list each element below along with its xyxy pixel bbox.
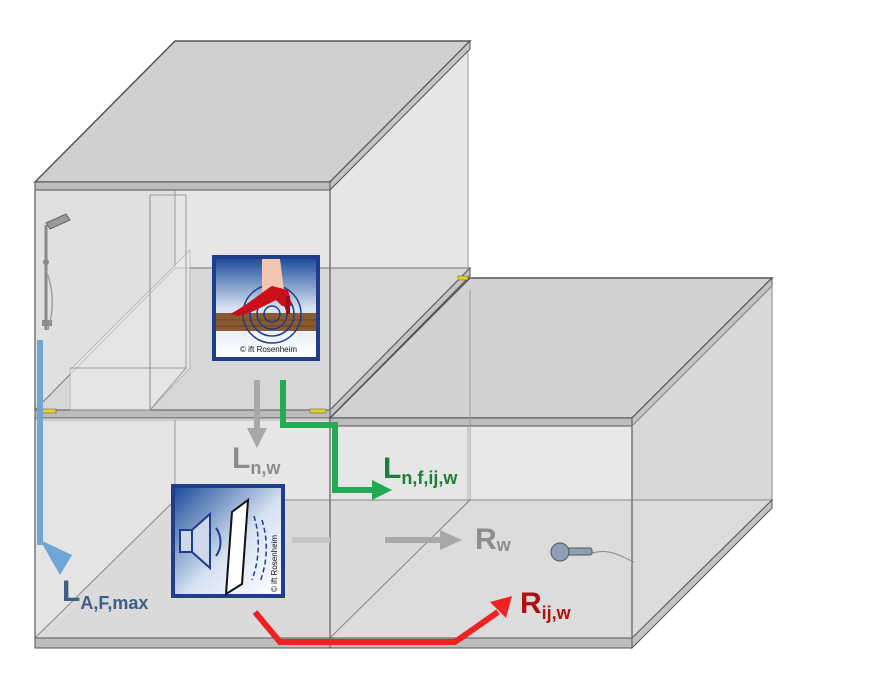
microphone-icon (550, 542, 635, 563)
impact-flanking-arrow-head (372, 480, 392, 500)
arrows (37, 340, 512, 645)
impact-source-panel: © ift Rosenheim (212, 255, 320, 361)
label-impact-direct: Ln,w (232, 442, 281, 478)
copyright-text-impact: © ift Rosenheim (240, 345, 297, 354)
airborne-source-panel: © ift Rosenheim (171, 484, 285, 598)
wall-panel-icon (224, 497, 268, 596)
label-shower-noise: LA,F,max (62, 575, 148, 613)
shower-noise-arrow-head (40, 540, 72, 575)
label-impact-flanking: Ln,f,ij,w (383, 452, 458, 488)
airborne-direct-arrow-head (440, 530, 462, 550)
copyright-text-airborne: © ift Rosenheim (270, 535, 279, 592)
label-airborne-direct: Rw (475, 523, 512, 556)
label-airborne-flanking: Rij,w (520, 587, 572, 623)
shower-icon (42, 213, 71, 331)
impact-flanking-arrow (280, 380, 375, 493)
high-heel-impact-icon (230, 259, 292, 316)
airborne-flanking-arrow-head (490, 596, 512, 618)
shower-cabin (69, 194, 191, 411)
airborne-flanking-arrow (252, 609, 500, 645)
impact-direct-arrow-head (247, 428, 267, 448)
loudspeaker-icon (179, 511, 222, 571)
